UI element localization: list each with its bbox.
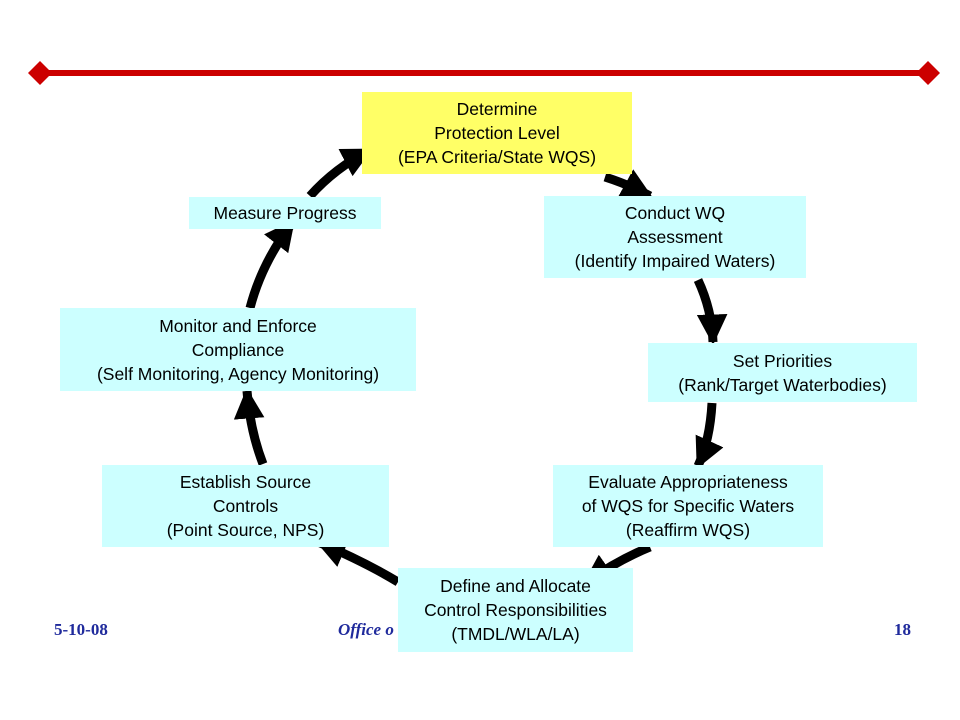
arrow-determine-to-conduct bbox=[603, 169, 653, 200]
node-evaluate-line-3: (Reaffirm WQS) bbox=[625, 520, 751, 540]
node-define-line-3: (TMDL/WLA/LA) bbox=[451, 624, 580, 644]
node-evaluate: Evaluate Appropriateness of WQS for Spec… bbox=[553, 465, 823, 547]
node-conduct: Conduct WQ Assessment (Identify Impaired… bbox=[544, 196, 806, 278]
arrow-establish-to-monitor bbox=[233, 387, 268, 466]
node-monitor: Monitor and Enforce Compliance (Self Mon… bbox=[60, 308, 416, 391]
node-monitor-line-2: Compliance bbox=[191, 339, 285, 360]
node-evaluate-line-1: Evaluate Appropriateness bbox=[588, 472, 788, 492]
node-determine-line-1: Determine bbox=[456, 99, 538, 119]
footer-office: Office o bbox=[338, 620, 394, 639]
node-establish-line-2: Controls bbox=[212, 496, 279, 516]
node-priorities-line-2: (Rank/Target Waterbodies) bbox=[678, 374, 887, 395]
footer-date: 5-10-08 bbox=[54, 620, 108, 639]
node-monitor-line-3: (Self Monitoring, Agency Monitoring) bbox=[96, 363, 380, 384]
node-establish-line-3: (Point Source, NPS) bbox=[166, 520, 325, 540]
header-rule-left-diamond bbox=[28, 61, 52, 85]
node-determine-line-3: (EPA Criteria/State WQS) bbox=[397, 147, 597, 167]
arrow-measure-to-determine bbox=[306, 145, 373, 200]
footer-page-number: 18 bbox=[894, 620, 911, 639]
node-evaluate-line-2: of WQS for Specific Waters bbox=[581, 496, 795, 516]
arrow-define-to-establish bbox=[315, 537, 401, 586]
arrow-monitor-to-measure bbox=[245, 219, 297, 310]
node-establish-line-1: Establish Source bbox=[179, 472, 312, 492]
node-establish: Establish Source Controls (Point Source,… bbox=[102, 465, 389, 547]
node-determine-line-2: Protection Level bbox=[434, 123, 560, 143]
node-conduct-line-1: Conduct WQ bbox=[624, 203, 726, 223]
arrow-priorities-to-evaluate bbox=[693, 402, 724, 469]
node-determine: Determine Protection Level (EPA Criteria… bbox=[362, 92, 632, 174]
header-rule-right-diamond bbox=[916, 61, 940, 85]
node-priorities: Set Priorities (Rank/Target Waterbodies) bbox=[648, 343, 917, 402]
node-conduct-line-3: (Identify Impaired Waters) bbox=[574, 251, 776, 271]
node-define-line-2: Control Responsibilities bbox=[424, 600, 607, 620]
node-conduct-line-2: Assessment bbox=[627, 227, 723, 247]
node-measure-line-1: Measure Progress bbox=[213, 203, 357, 223]
node-define-line-1: Define and Allocate bbox=[440, 576, 591, 596]
node-monitor-line-1: Monitor and Enforce bbox=[159, 315, 317, 336]
node-define: Define and Allocate Control Responsibili… bbox=[398, 568, 633, 652]
arrow-conduct-to-priorities bbox=[693, 278, 728, 346]
node-priorities-line-1: Set Priorities bbox=[732, 350, 833, 371]
node-measure: Measure Progress bbox=[189, 197, 381, 229]
